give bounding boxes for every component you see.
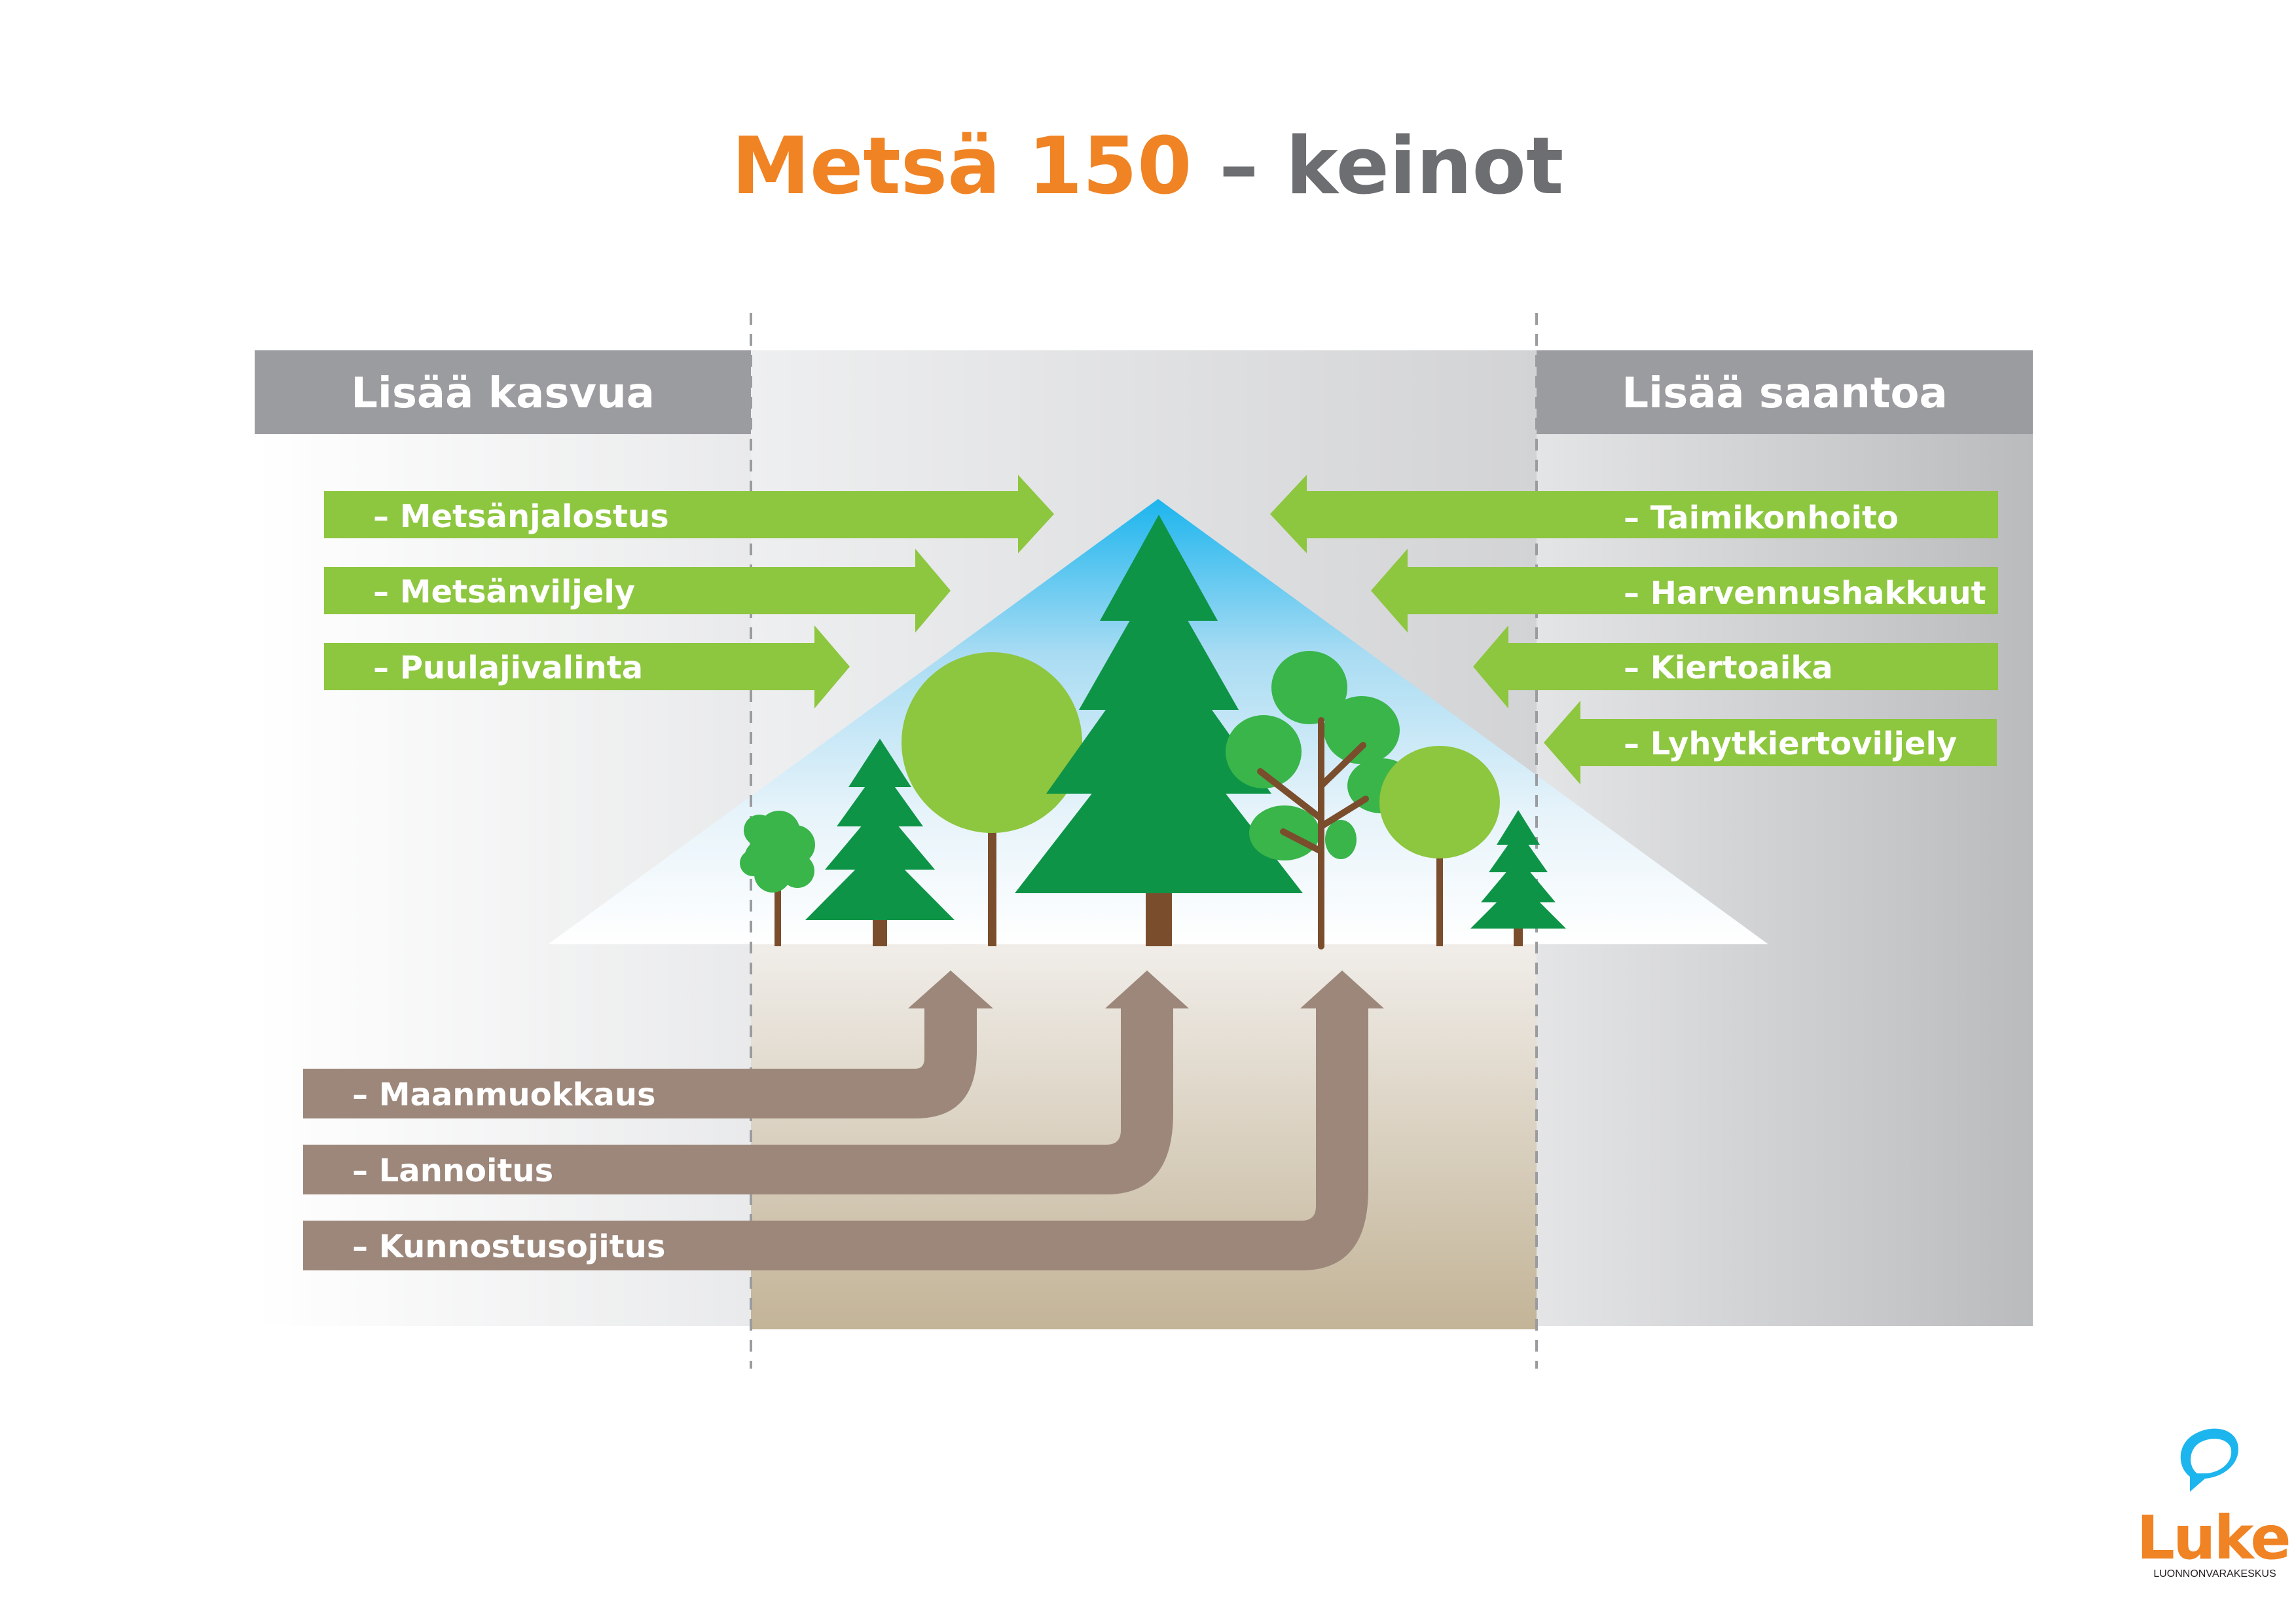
- arrow-left-1-label: – Metsänjalostus: [373, 498, 669, 535]
- logo-name: Luke: [2136, 1503, 2289, 1573]
- soil-arrow-2-label: – Lannoitus: [352, 1153, 553, 1189]
- tree-spruce-right: [1470, 810, 1566, 946]
- header-left: Lisää kasvua: [351, 369, 655, 418]
- arrow-right-4-label: – Lyhytkiertoviljely: [1624, 726, 1957, 762]
- arrow-left-1: – Metsänjalostus: [324, 475, 1054, 553]
- arrow-right-4: – Lyhytkiertoviljely: [1544, 701, 1997, 784]
- luke-logo: Luke LUONNONVARAKESKUS: [2136, 1428, 2291, 1579]
- logo-subtitle: LUONNONVARAKESKUS: [2153, 1568, 2276, 1579]
- right-arrows: – Taimikonhoito – Harvennushakkuut – Kie…: [1270, 475, 1998, 784]
- header-right: Lisää saantoa: [1622, 369, 1947, 418]
- header-left-bar: [255, 350, 751, 434]
- tree-bush-small: [740, 811, 815, 946]
- header-right-bar: [1537, 350, 2033, 434]
- tree-spruce-center: [1015, 515, 1303, 946]
- arrow-right-3-label: – Kiertoaika: [1624, 650, 1833, 686]
- arrow-left-2-label: – Metsänviljely: [373, 574, 635, 610]
- trees: [740, 515, 1566, 950]
- arrow-right-1-label: – Taimikonhoito: [1624, 500, 1899, 536]
- arrow-left-3-label: – Puulajivalinta: [373, 650, 643, 686]
- arrow-left-2: – Metsänviljely: [324, 549, 951, 633]
- soil-arrow-3-label: – Kunnostusojitus: [352, 1228, 665, 1265]
- tree-round-large: [902, 652, 1082, 946]
- soil-arrow-1: – Maanmuokkaus: [303, 970, 993, 1118]
- arrow-right-2: – Harvennushakkuut: [1371, 549, 1998, 633]
- title-rest: – keinot: [1192, 121, 1563, 212]
- arrow-right-2-label: – Harvennushakkuut: [1624, 575, 1986, 612]
- arrow-right-1: – Taimikonhoito: [1270, 475, 1998, 553]
- leaf-icon: [2180, 1428, 2238, 1492]
- soil-arrows: – Maanmuokkaus – Lannoitus – Kunnostusoj…: [303, 970, 1384, 1270]
- tree-spruce-left: [805, 739, 955, 946]
- soil-arrow-1-label: – Maanmuokkaus: [352, 1077, 656, 1113]
- soil-arrow-3: – Kunnostusojitus: [303, 970, 1384, 1270]
- title-accent: Metsä 150: [732, 121, 1192, 212]
- soil-arrow-2: – Lannoitus: [303, 970, 1189, 1194]
- page-title: Metsä 150 – keinot: [732, 121, 1564, 212]
- arrow-right-3: – Kiertoaika: [1473, 625, 1998, 709]
- tree-round-medium: [1379, 746, 1500, 946]
- left-arrows: – Metsänjalostus – Metsänviljely – Puula…: [324, 475, 1054, 709]
- arrow-left-3: – Puulajivalinta: [324, 625, 850, 709]
